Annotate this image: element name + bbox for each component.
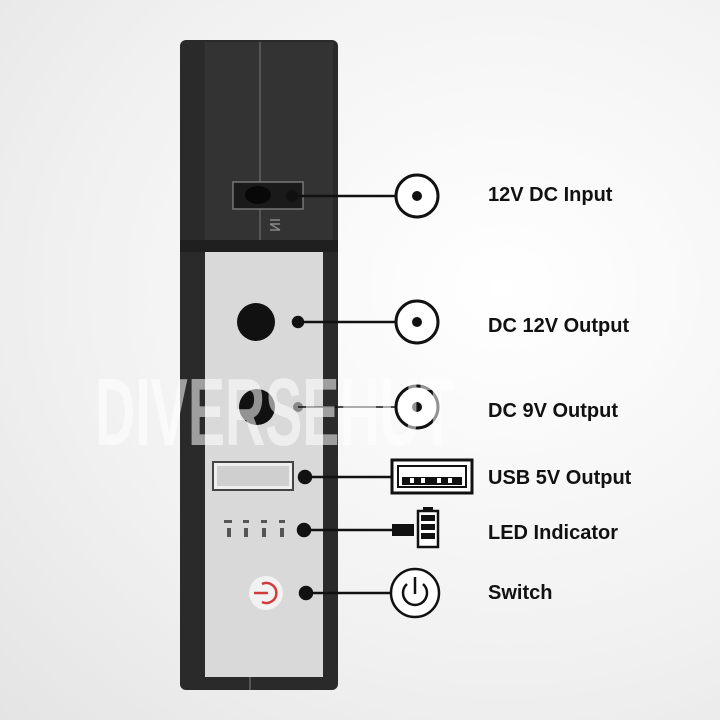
watermark: DIVERSEHUT: [95, 359, 454, 466]
power-switch: [249, 576, 283, 610]
dc-9v-output-port: [239, 389, 275, 425]
in-marking: [269, 219, 281, 231]
usb-port: [212, 461, 294, 491]
dc-jack-icon: [394, 173, 440, 219]
power-icon: [389, 567, 441, 619]
label-switch: Switch: [488, 582, 553, 604]
dc-jack-icon: [394, 384, 440, 430]
callout-lines: [285, 189, 396, 601]
usb-port-icon: [390, 458, 474, 495]
led-indicators: [224, 520, 285, 537]
label-usb-5v-output: USB 5V Output: [488, 467, 632, 489]
label-dc-12v-output: DC 12V Output: [488, 315, 630, 337]
label-dc-9v-output: DC 9V Output: [488, 400, 618, 422]
label-led-indicator: LED Indicator: [488, 522, 619, 544]
dc-jack-icon: [394, 299, 440, 345]
battery-icon: [392, 507, 440, 549]
dc-12v-output-port: [237, 303, 275, 341]
label-12v-dc-input: 12V DC Input: [488, 184, 613, 206]
